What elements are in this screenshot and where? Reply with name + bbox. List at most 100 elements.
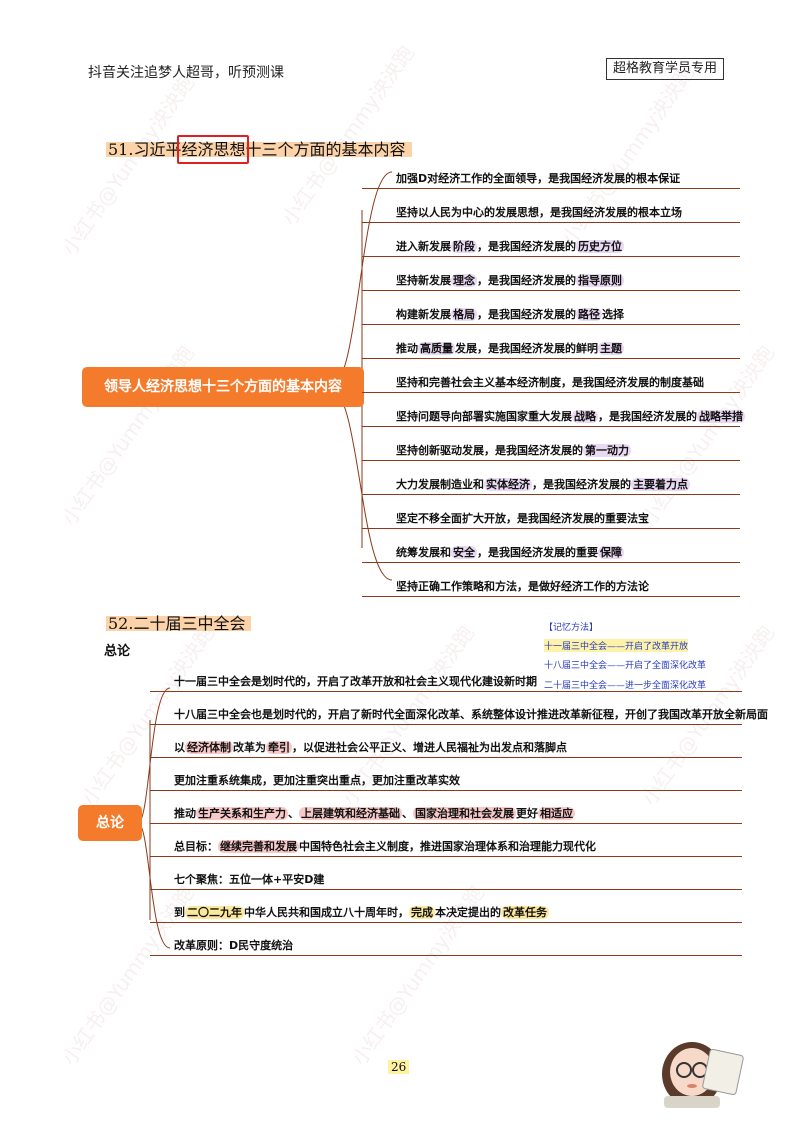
branch-text: 坚定不移全面扩大开放，是我国经济发展的重要法宝 xyxy=(396,512,649,525)
highlighted-text: 第一动力 xyxy=(583,444,631,457)
branch-text: 坚持正确工作策略和方法，是做好经济工作的方法论 xyxy=(396,580,649,593)
highlighted-text: 指导原则 xyxy=(576,274,624,287)
section-52-title-text: 二十届三中全会 xyxy=(133,614,246,633)
branch-text: 构建新发展 xyxy=(396,308,451,321)
memo-title: 【记忆方法】 xyxy=(544,623,599,633)
branch-underline xyxy=(150,955,742,956)
section-52-title: 52.二十届三中全会 xyxy=(106,610,252,634)
highlighted-text: 格局 xyxy=(451,308,477,321)
branch-item: 坚定不移全面扩大开放，是我国经济发展的重要法宝 xyxy=(396,510,649,526)
branch-underline xyxy=(362,222,740,223)
branch-text: 以 xyxy=(174,741,185,754)
mindmap-52-root: 总论 xyxy=(78,805,142,841)
branch-item: 推动生产关系和生产力、上层建筑和经济基础、国家治理和社会发展更好相适应 xyxy=(174,805,575,821)
branch-text: ，是我国经济发展的 xyxy=(477,274,576,287)
branch-text: 十一届三中全会是划时代的，开启了改革开放和社会主义现代化建设新时期 xyxy=(174,675,537,688)
branch-underline xyxy=(150,724,742,725)
branch-text: 坚持新发展 xyxy=(396,274,451,287)
branch-underline xyxy=(362,256,740,257)
branch-underline xyxy=(362,188,740,189)
branch-underline xyxy=(362,596,740,597)
highlighted-text: 完成 xyxy=(409,906,435,919)
branch-text: 大力发展制造业和 xyxy=(396,478,484,491)
highlighted-text: 保障 xyxy=(598,546,624,559)
branch-text: 中国特色社会主义制度，推进国家治理体系和治理能力现代化 xyxy=(299,840,596,853)
branch-item: 坚持正确工作策略和方法，是做好经济工作的方法论 xyxy=(396,578,649,594)
branch-item: 进入新发展阶段，是我国经济发展的历史方位 xyxy=(396,238,624,254)
avatar-sticker-icon xyxy=(662,1042,744,1108)
branch-underline xyxy=(150,757,742,758)
highlighted-text: 国家治理和社会发展 xyxy=(413,807,516,820)
mindmap-51-root: 领导人经济思想十三个方面的基本内容 xyxy=(82,367,364,407)
highlighted-text: 理念 xyxy=(451,274,477,287)
section-51-title-highlight: 51.习近平经济思想十三个方面的基本内容 xyxy=(106,135,412,164)
branch-item: 更加注重系统集成，更加注重突出重点，更加注重改革实效 xyxy=(174,772,460,788)
branch-text: 到 xyxy=(174,906,185,919)
branch-text: 改革为 xyxy=(233,741,266,754)
branch-text: ，是我国经济发展的重要 xyxy=(477,546,598,559)
highlighted-text: 主要着力点 xyxy=(631,478,690,491)
section-52-subtitle: 总论 xyxy=(104,644,131,659)
red-box-mark xyxy=(177,135,250,164)
section-52-number: 52. xyxy=(108,614,134,633)
branch-item: 统筹发展和安全，是我国经济发展的重要保障 xyxy=(396,544,624,560)
branch-text: 推动 xyxy=(174,807,196,820)
highlighted-text: 主题 xyxy=(598,342,624,355)
highlighted-text: 上层建筑和经济基础 xyxy=(299,807,402,820)
branch-item: 以经济体制改革为牵引，以促进社会公平正义、增进人民福祉为出发点和落脚点 xyxy=(174,739,567,755)
branch-text: 本决定提出的 xyxy=(435,906,501,919)
branch-text: 中华人民共和国成立八十周年时， xyxy=(244,906,409,919)
branch-item: 坚持创新驱动发展，是我国经济发展的第一动力 xyxy=(396,442,631,458)
branch-item: 坚持问题导向部署实施国家重大发展战略，是我国经济发展的战略举措 xyxy=(396,408,745,424)
branch-item: 总目标：继续完善和发展中国特色社会主义制度，推进国家治理体系和治理能力现代化 xyxy=(174,838,596,854)
highlighted-text: 生产关系和生产力 xyxy=(196,807,288,820)
branch-underline xyxy=(150,856,742,857)
branch-underline xyxy=(362,392,740,393)
branch-item: 到二〇二九年中华人民共和国成立八十周年时，完成本决定提出的改革任务 xyxy=(174,904,549,920)
branch-underline xyxy=(362,528,740,529)
branch-text: 十八届三中全会也是划时代的，开启了新时代全面深化改革、系统整体设计推进改革新征程… xyxy=(174,708,768,721)
branch-text: ，是我国经济发展的 xyxy=(598,410,697,423)
branch-text: ，是我国经济发展的 xyxy=(532,478,631,491)
branch-underline xyxy=(362,494,740,495)
memo-line-1: 十一届三中全会——开启了改革开放 xyxy=(544,639,689,652)
highlighted-text: 改革任务 xyxy=(501,906,549,919)
highlighted-text: 经济体制 xyxy=(185,741,233,754)
branch-underline xyxy=(362,358,740,359)
branch-text: ，是我国经济发展的 xyxy=(477,308,576,321)
branch-text: 坚持创新驱动发展，是我国经济发展的 xyxy=(396,444,583,457)
branch-underline xyxy=(362,562,740,563)
highlighted-text: 相适应 xyxy=(538,807,575,820)
branch-text: ，以促进社会公平正义、增进人民福祉为出发点和落脚点 xyxy=(292,741,567,754)
branch-item: 推动高质量发展，是我国经济发展的鲜明主题 xyxy=(396,340,624,356)
section-51-number: 51. xyxy=(108,140,134,159)
branch-text: ，是我国经济发展的 xyxy=(477,240,576,253)
branch-underline xyxy=(362,290,740,291)
branch-item: 坚持新发展理念，是我国经济发展的指导原则 xyxy=(396,272,624,288)
highlighted-text: 二〇二九年 xyxy=(185,906,244,919)
branch-text: 改革原则：D民守度统治 xyxy=(174,939,294,952)
highlighted-text: 战略 xyxy=(572,410,598,423)
branch-item: 七个聚焦：五位一体+平安D建 xyxy=(174,871,324,887)
section-51-title-part-a: 习近平 xyxy=(133,140,182,159)
highlighted-text: 牵引 xyxy=(266,741,292,754)
branch-text: 七个聚焦：五位一体+平安D建 xyxy=(174,873,325,886)
highlighted-text: 阶段 xyxy=(451,240,477,253)
branch-item: 构建新发展格局，是我国经济发展的路径选择 xyxy=(396,306,624,322)
branch-text: 推动 xyxy=(396,342,418,355)
branch-text: 发展，是我国经济发展的鲜明 xyxy=(455,342,598,355)
page-number: 26 xyxy=(388,1060,410,1074)
branch-text: 、 xyxy=(288,807,299,820)
highlighted-text: 历史方位 xyxy=(576,240,624,253)
section-51-title: 51.习近平经济思想十三个方面的基本内容 xyxy=(106,135,412,164)
branch-text: 更加注重系统集成，更加注重突出重点，更加注重改革实效 xyxy=(174,774,460,787)
branch-underline xyxy=(362,426,740,427)
branch-text: 坚持问题导向部署实施国家重大发展 xyxy=(396,410,572,423)
memo-line-3: 二十届三中全会——进一步全面深化改革 xyxy=(544,681,707,691)
branch-text: 加强D对经济工作的全面领导，是我国经济发展的根本保证 xyxy=(396,172,681,185)
branch-text: 更好 xyxy=(516,807,538,820)
branch-text: 坚持以人民为中心的发展思想，是我国经济发展的根本立场 xyxy=(396,206,682,219)
highlighted-text: 高质量 xyxy=(418,342,455,355)
header-badge: 超格教育学员专用 xyxy=(606,58,724,80)
